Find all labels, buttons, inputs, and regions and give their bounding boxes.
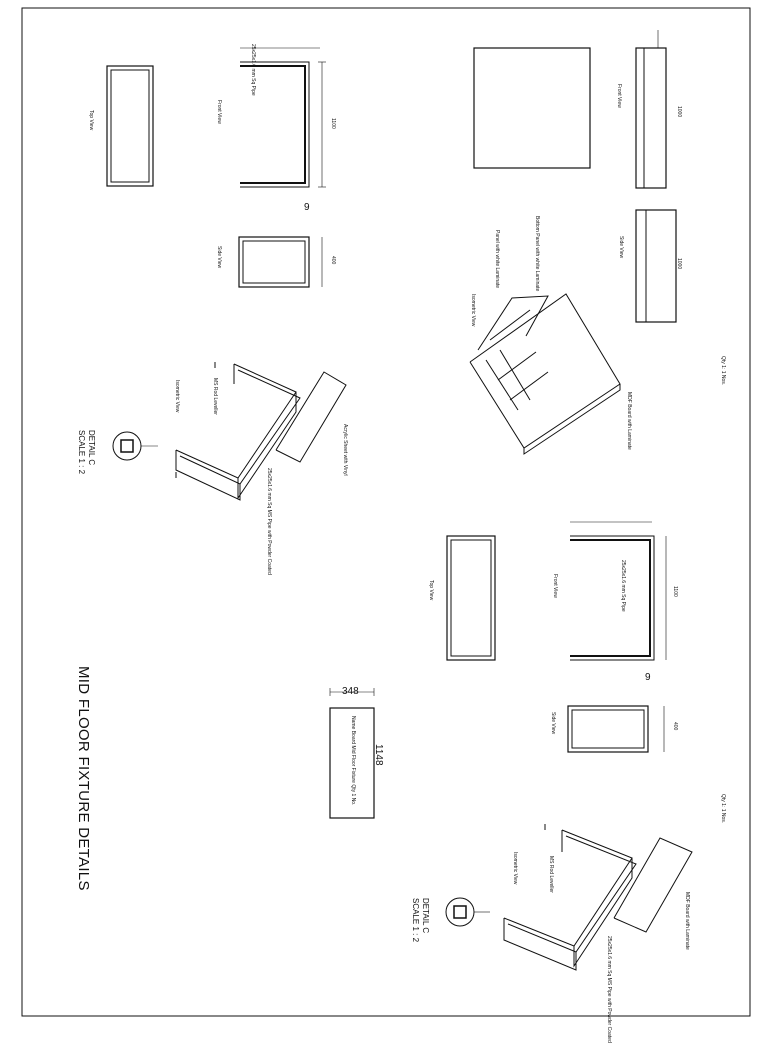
front-view-lower xyxy=(570,521,667,661)
panel-lam-note: Panel with white Laminate xyxy=(494,230,500,289)
ms-rod-leveller-upper: MS Rod Leveller xyxy=(212,378,218,415)
isometric-label-panel: Isometric View xyxy=(470,294,476,327)
dim-400-lower: 400 xyxy=(672,722,678,731)
front-view-label-lower: Front View xyxy=(552,574,558,598)
front-panel-square xyxy=(473,47,591,169)
qty-note-lower: Qty 1: 1 Nos. xyxy=(720,794,726,824)
side-view-lower xyxy=(567,705,665,753)
front-view-upper xyxy=(240,47,326,188)
pipe-note-lower: 25x25x1.6 mm Sq Pipe xyxy=(620,560,626,612)
isometric-label-lower: Isometric View xyxy=(512,852,518,885)
dim-1100-lower: 1100 xyxy=(672,586,678,597)
scale-label-upper: SCALE 1 : 2 xyxy=(77,430,86,475)
isometric-view-lower xyxy=(503,824,693,971)
top-view-lower xyxy=(446,535,496,661)
isometric-label-upper: Isometric View xyxy=(174,380,180,413)
detail-c-lower xyxy=(445,897,490,927)
dim-400-upper: 400 xyxy=(330,256,336,265)
dim-348: 348 xyxy=(342,686,359,697)
dim-1100-upper: 1100 xyxy=(330,118,336,129)
front-view-label-upper: Front View xyxy=(216,100,222,124)
side-view-label-upper: Side View xyxy=(216,246,222,269)
dim-1000-panel-side: 1000 xyxy=(676,258,682,270)
mdf-note-lower: MDF Board with Laminate xyxy=(684,892,690,950)
side-panel-right xyxy=(635,30,667,189)
detail-c-label-lower: DETAIL C xyxy=(421,898,430,934)
scale-label-lower: SCALE 1 : 2 xyxy=(411,898,420,943)
bottom-panel-note: Bottom Panel with white Laminate xyxy=(534,216,540,292)
top-view-upper xyxy=(106,65,154,187)
qty-note-upper: Qty 1: 1 Nos. xyxy=(720,356,726,386)
pipe-note-upper: 25x25x1.6 mm Sq Pipe xyxy=(250,44,256,96)
side-view-label-lower: Side View xyxy=(550,712,556,735)
ms-pipe-note-upper: 25x25x1.6 mm Sq MS Pipe with Powder Coat… xyxy=(266,468,272,575)
ms-pipe-note-lower: 25x25x1.6 mm Sq MS Pipe with Powder Coat… xyxy=(606,936,612,1043)
side-view-upper xyxy=(238,236,323,288)
sheet-title: MID FLOOR FIXTURE DETAILS xyxy=(75,666,92,891)
detail-c-upper xyxy=(112,431,158,461)
top-view-label-upper: Top View xyxy=(88,110,94,131)
acrylic-note-upper: Acrylic Sheet with Vinyl xyxy=(342,424,348,476)
side-view-right xyxy=(635,209,677,323)
isometric-panel xyxy=(469,293,621,455)
top-view-label-lower: Top View xyxy=(428,580,434,601)
dim-9-upper: 9 xyxy=(304,202,310,213)
isometric-view-upper xyxy=(175,362,347,501)
side-view-label-panel: Side View xyxy=(618,236,624,259)
sheet-frame xyxy=(21,7,751,1017)
name-board-note: Name Board Mid Floor Fixture Qty 1 No. xyxy=(350,716,356,806)
dim-1148: 1148 xyxy=(373,744,384,766)
detail-c-label-upper: DETAIL C xyxy=(87,430,96,466)
dim-1000-panel: 1000 xyxy=(676,106,682,118)
name-board xyxy=(329,688,375,819)
mdf-note: MDF Board with Laminate xyxy=(626,392,632,450)
front-view-label-panel: Front View xyxy=(616,84,622,108)
dim-9-lower: 9 xyxy=(645,672,651,683)
ms-rod-leveller-lower: MS Rod Leveller xyxy=(548,856,554,893)
